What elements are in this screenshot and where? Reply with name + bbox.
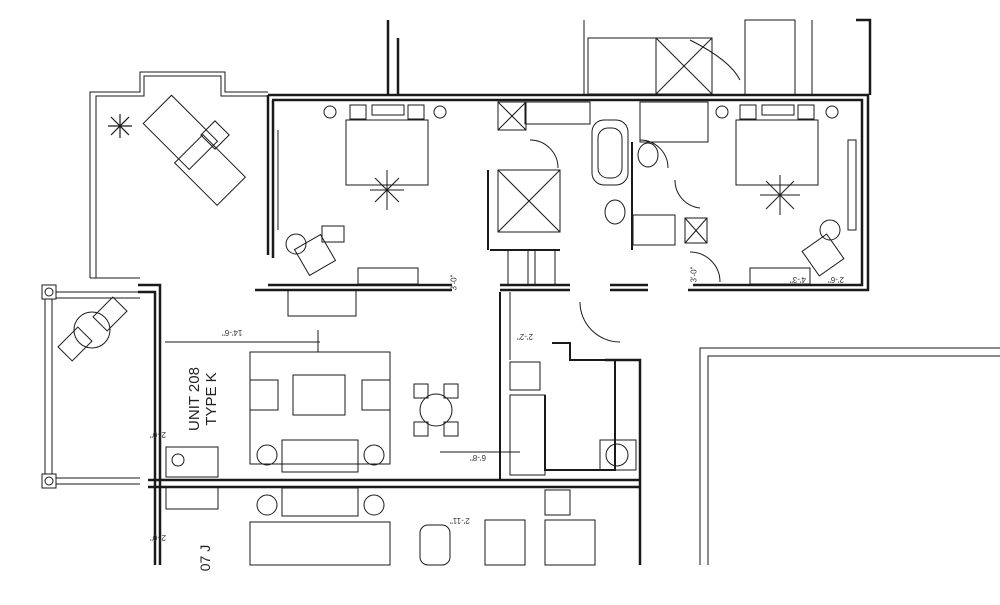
balcony-left (41, 284, 140, 489)
dimension-hall-width: 2'-2" (517, 332, 533, 341)
dimension-living-width: 14'-6" (222, 328, 243, 337)
unit-207-label: 07 J (197, 545, 213, 571)
bedroom-1 (277, 104, 447, 285)
plant-icon (108, 114, 132, 138)
unit-207-number: 07 (197, 555, 214, 572)
lounge-chairs (142, 94, 247, 207)
unit-207 (165, 486, 451, 566)
adjacent-building (699, 347, 1000, 565)
dimension-bath: 2'-11" (450, 516, 470, 525)
living-room (138, 283, 640, 565)
hall-closets (484, 292, 642, 566)
upper-walls (386, 18, 872, 96)
bedroom-2 (689, 104, 857, 285)
dimension-bedroom2-b: 2'-6" (828, 275, 844, 284)
unit-208-label: UNIT 208 TYPE K (186, 350, 220, 448)
dimension-left-top: 2'-0" (150, 430, 166, 439)
dimension-bedroom2-a: 4'-3" (790, 275, 806, 284)
balcony-top (89, 71, 268, 279)
unit-number: UNIT 208 (186, 367, 203, 431)
dimension-dining: 6'-8" (470, 453, 486, 462)
unit-207-type: J (197, 544, 214, 552)
bathroom (487, 101, 709, 286)
dimension-left-bottom: 2'-0" (150, 533, 166, 542)
dimension-door-a: 3'-0" (449, 274, 459, 291)
unit-type: TYPE K (203, 372, 220, 426)
dimension-door-b: 3'-0" (689, 266, 699, 283)
